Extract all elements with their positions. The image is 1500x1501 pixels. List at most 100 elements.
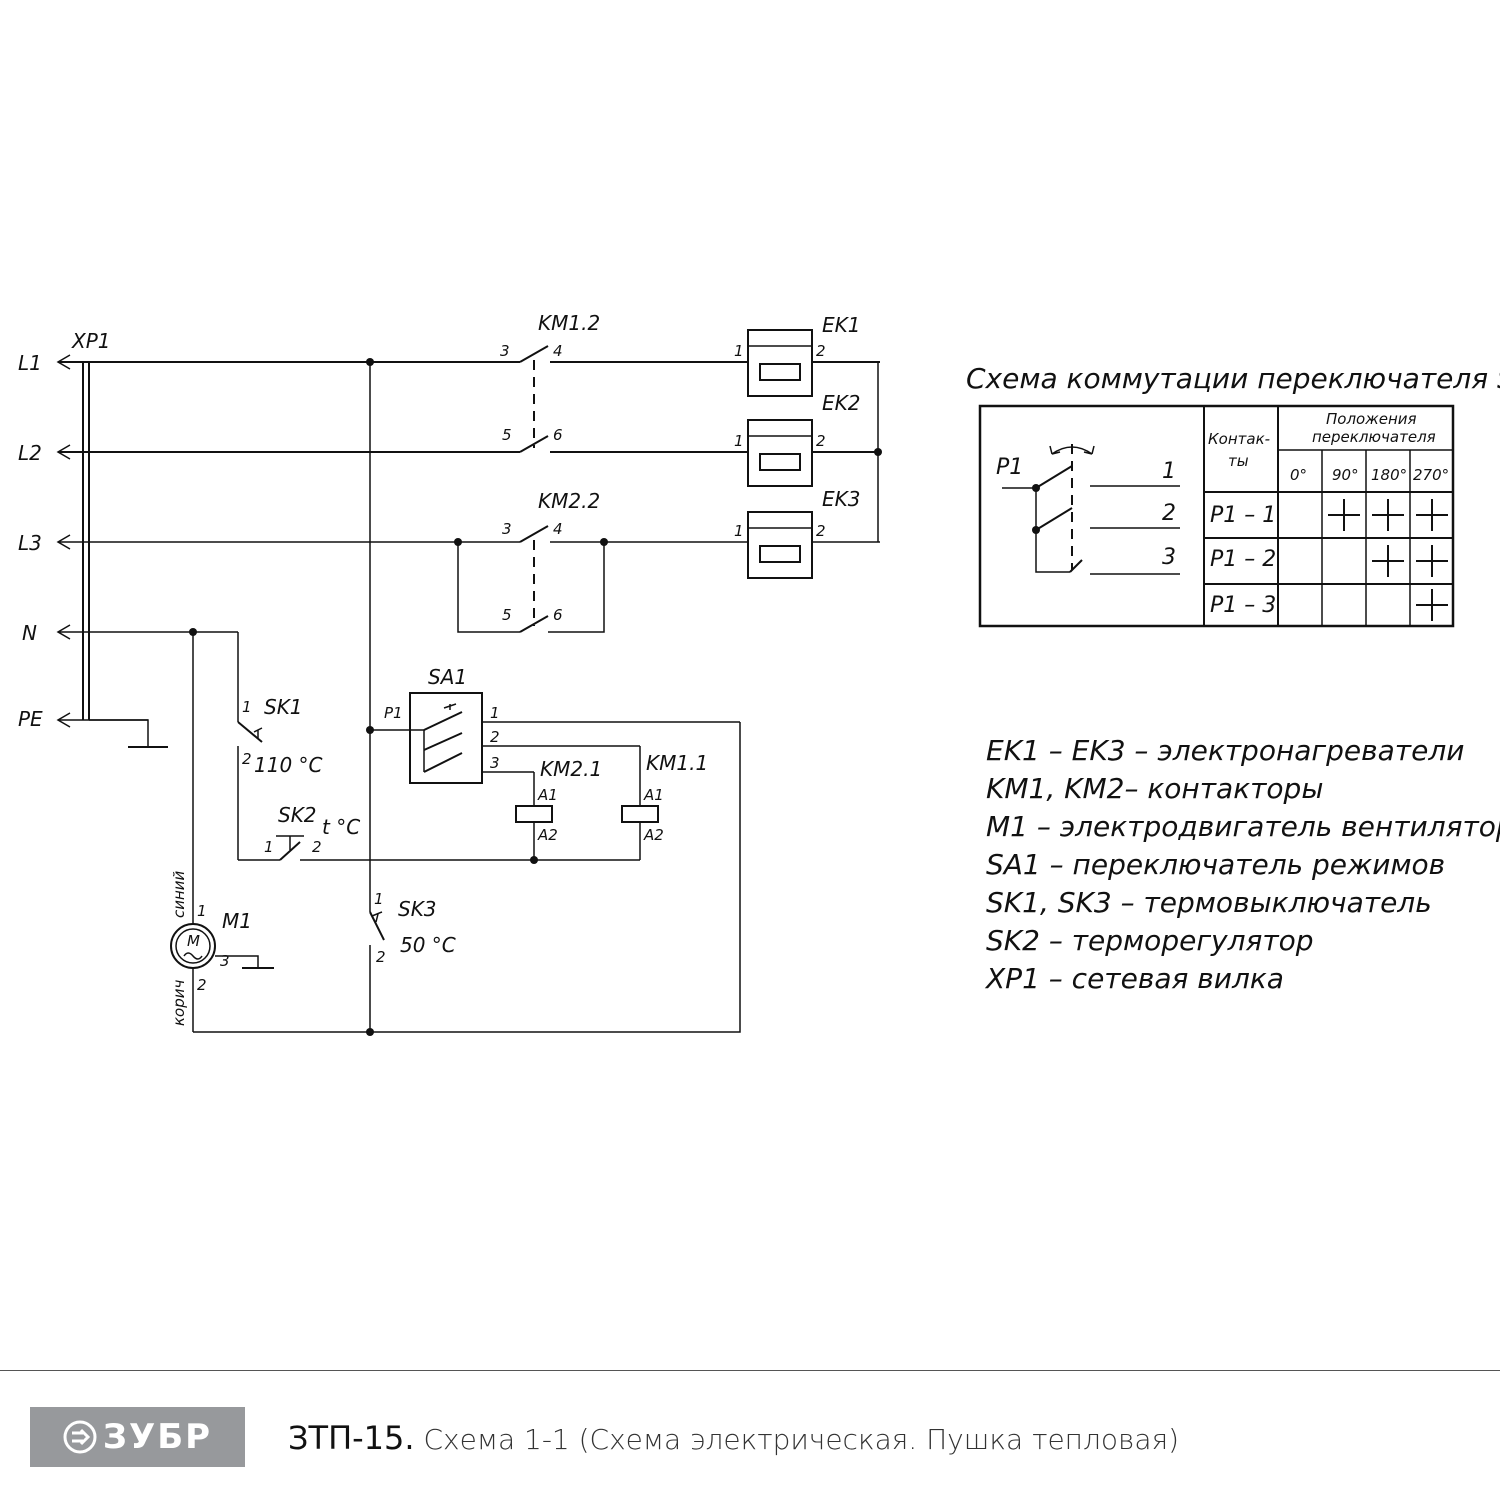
switch-table-contact-3: 3 [1162,545,1176,570]
pin-km1-2-4: 4 [553,342,563,360]
switch-table-on-mark [1372,545,1404,577]
heater-ek2 [747,419,813,487]
pin-sk1-1: 1 [242,698,252,716]
coil-km1-1 [621,746,659,860]
pin-ek3-2: 2 [816,522,826,540]
thermostat-sk2 [238,835,640,864]
switch-table-row-1: P1 – 1 [1210,503,1276,528]
switch-table-header-contacts-2: ты [1228,452,1249,470]
switch-sa1 [409,692,740,784]
pin-m1-2: 2 [197,976,207,994]
label-sk2: SK2 [278,803,317,827]
brand-arrow-icon [63,1420,97,1454]
footer-caption: ЗТП-15. Схема 1-1 (Схема электрическая. … [288,1419,1179,1457]
thermal-switch-sk1 [237,721,263,860]
label-sk1-temp: 110 °C [254,753,323,777]
line-label-PE: PE [18,707,43,731]
legend-item: SK1, SK3 – термовыключатель [986,886,1432,919]
switch-table [978,404,1455,628]
neutral-branch [189,628,239,924]
pin-ek2-1: 1 [734,432,744,450]
pin-km1-2-3: 3 [500,342,510,360]
control-feed [366,358,410,912]
motor-symbol-letter: M [187,932,200,950]
pin-km1-1-a1: A1 [643,786,664,804]
switch-table-header-positions-2: переключателя [1312,428,1436,446]
pin-km1-2-6: 6 [553,426,563,444]
label-ek1: EK1 [822,313,860,337]
switch-table-title: Схема коммутации переключателя SA1 [966,362,1500,395]
wire-label-blue: синий [170,870,188,918]
label-km1-1: KM1.1 [646,751,708,775]
heater-star-point [874,362,882,542]
pe-ground-symbol [89,719,168,748]
legend-item: XP1 – сетевая вилка [984,962,1284,995]
contactor-km1-2 [519,345,550,459]
pin-sa1-1: 1 [490,704,500,722]
line-label-L2: L2 [18,441,42,465]
heater-ek3 [747,511,813,579]
pin-sk2-2: 2 [312,838,322,856]
pin-m1-3: 3 [220,952,230,970]
switch-table-row-3: P1 – 3 [1210,593,1276,618]
pin-m1-1: 1 [197,902,207,920]
brand-logo: ЗУБР [30,1407,245,1467]
pin-km1-2-5: 5 [502,426,512,444]
switch-table-on-mark [1416,545,1448,577]
switch-table-marks [1328,499,1448,621]
pin-km2-2-3: 3 [502,520,512,538]
legend-item: KM1, KM2– контакторы [986,772,1323,805]
switch-table-contact-1: 1 [1162,459,1176,484]
supply-lines [56,354,880,728]
switch-table-pos-180: 180° [1371,466,1407,484]
pin-km1-1-a2: A2 [643,826,664,844]
motor-m1 [170,923,274,1032]
diagram-description: Схема 1-1 (Схема электрическая. Пушка те… [423,1423,1180,1456]
legend-item: SK2 – терморегулятор [986,924,1314,957]
switch-table-pos-0: 0° [1290,466,1307,484]
switch-table-row-2: P1 – 2 [1210,547,1276,572]
plug-label-xp1: XP1 [71,329,111,353]
label-sk2-temp: t °C [322,815,360,839]
label-sa1-p1: P1 [384,704,403,722]
switch-table-on-mark [1328,499,1360,531]
label-sk3: SK3 [398,897,437,921]
label-km2-1: KM2.1 [540,757,602,781]
label-km1-2: KM1.2 [538,311,600,335]
switch-table-contact-2: 2 [1162,501,1176,526]
pin-ek1-2: 2 [816,342,826,360]
label-ek2: EK2 [822,391,860,415]
model-name: ЗТП-15. [288,1419,415,1457]
switch-table-header-contacts: Контак- [1208,430,1270,448]
label-sk1: SK1 [264,695,303,719]
pin-km2-1-a2: A2 [537,826,558,844]
pin-sa1-3: 3 [490,754,500,772]
line-label-L3: L3 [18,531,42,555]
switch-table-p1-label: P1 [996,455,1023,480]
heater-ek1 [747,329,813,397]
wire-label-brown: корич [170,979,188,1026]
pin-ek1-1: 1 [734,342,744,360]
label-ek3: EK3 [822,487,860,511]
pin-sk2-1: 1 [264,838,274,856]
thermal-switch-sk3 [369,911,385,1032]
legend: EK1 – EK3 – электронагреватели KM1, KM2–… [984,734,1500,995]
footer: ЗУБР ЗТП-15. Схема 1-1 (Схема электричес… [0,1370,1500,1501]
pin-km2-1-a1: A1 [537,786,558,804]
switch-table-header-positions: Положения [1326,410,1417,428]
contactor-km2-2 [454,525,608,633]
label-m1: M1 [222,909,252,933]
label-sk3-temp: 50 °C [400,933,456,957]
pin-ek3-1: 1 [734,522,744,540]
pin-sa1-2: 2 [490,728,500,746]
switch-table-pos-90: 90° [1332,466,1359,484]
legend-item: M1 – электродвигатель вентилятора [986,810,1500,843]
switch-table-pos-270: 270° [1413,466,1449,484]
switch-table-on-mark [1416,499,1448,531]
brand-name: ЗУБР [102,1417,213,1457]
legend-item: SA1 – переключатель режимов [986,848,1445,881]
coil-km2-1 [515,772,553,860]
line-label-N: N [22,621,37,645]
pin-km2-2-6: 6 [553,606,563,624]
pin-sk3-1: 1 [374,890,384,908]
